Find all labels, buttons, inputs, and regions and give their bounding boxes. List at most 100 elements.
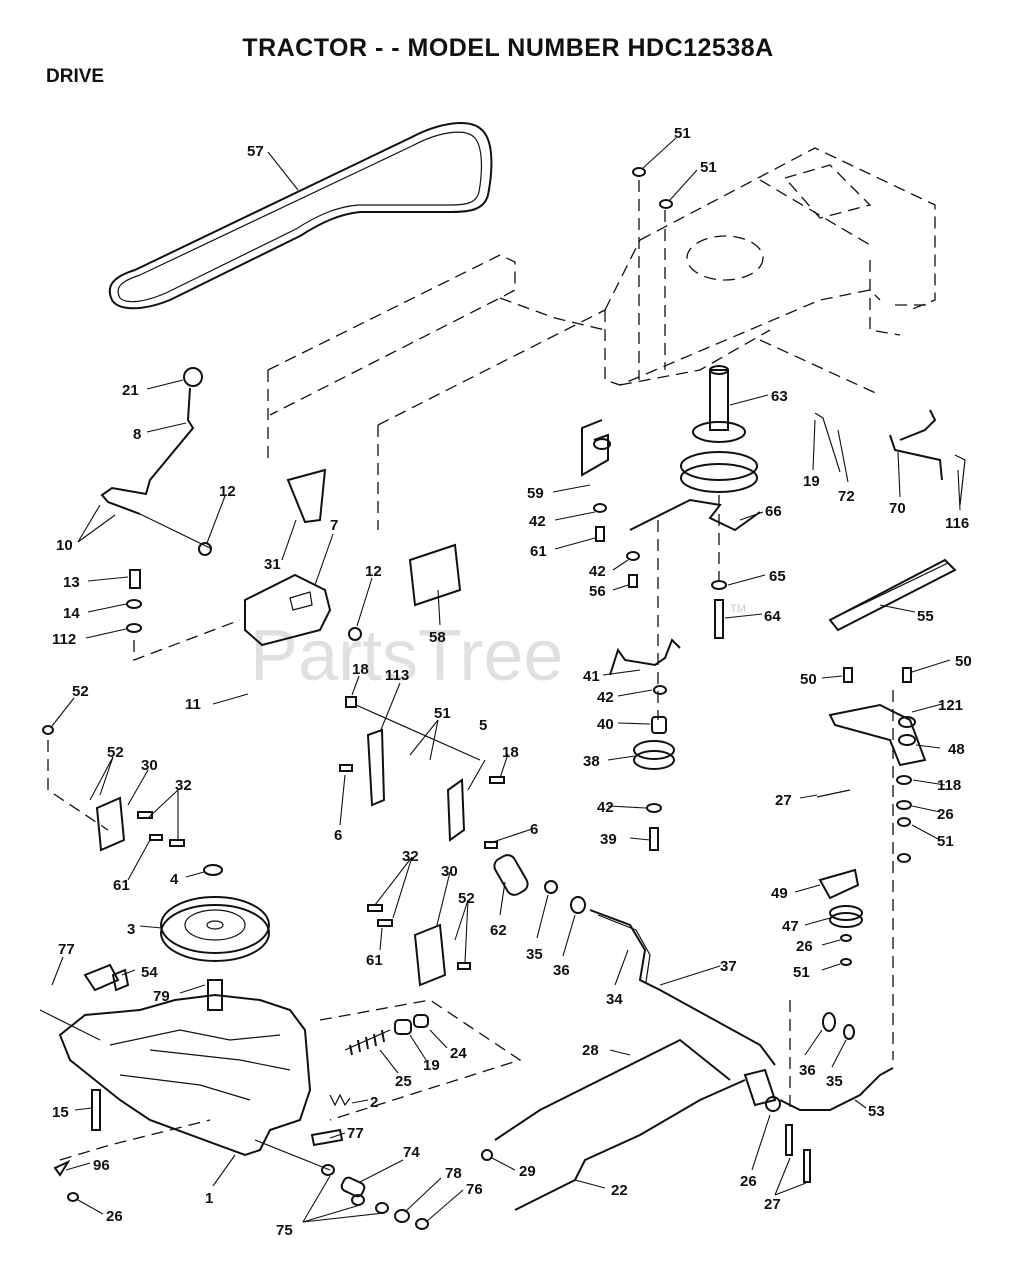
callout-42: 42	[597, 799, 614, 816]
page-title: TRACTOR - - MODEL NUMBER HDC12538A	[242, 34, 774, 62]
callout-7: 7	[330, 517, 338, 534]
callout-22: 22	[611, 1182, 628, 1199]
callout-2: 2	[370, 1094, 378, 1111]
idler-arm-right	[816, 667, 927, 1060]
callout-5: 5	[479, 717, 487, 734]
callout-47: 47	[782, 918, 799, 935]
callout-8: 8	[133, 426, 141, 443]
callout-27: 27	[775, 792, 792, 809]
callout-35: 35	[826, 1073, 843, 1090]
transaxle-shape	[39, 963, 331, 1171]
callout-49: 49	[771, 885, 788, 902]
callout-118: 118	[937, 777, 961, 794]
callout-18: 18	[352, 661, 369, 678]
callout-77: 77	[347, 1125, 364, 1142]
callout-116: 116	[945, 515, 969, 532]
callout-62: 62	[490, 922, 507, 939]
callout-37: 37	[720, 958, 737, 975]
callout-76: 76	[466, 1181, 483, 1198]
callout-27: 27	[764, 1196, 781, 1213]
control-rods	[494, 909, 894, 1211]
rear-bracket-parts	[814, 409, 966, 632]
callout-32: 32	[175, 777, 192, 794]
callout-74: 74	[403, 1144, 420, 1161]
callout-66: 66	[765, 503, 782, 520]
callout-53: 53	[868, 1103, 885, 1120]
callout-numbers: 57 51 51 63 21 8 19 72 70 116 59 66 42 6…	[52, 125, 972, 1239]
callout-56: 56	[589, 583, 606, 600]
bracket-center-bottom	[367, 904, 471, 987]
watermark-tm: TM	[730, 603, 746, 615]
callout-36: 36	[799, 1062, 816, 1079]
callout-1: 1	[205, 1190, 213, 1207]
callout-51: 51	[793, 964, 810, 981]
callout-61: 61	[113, 877, 130, 894]
callout-78: 78	[445, 1165, 462, 1182]
callout-42: 42	[597, 689, 614, 706]
callout-26: 26	[937, 806, 954, 823]
leader-lines	[51, 137, 961, 1223]
callout-42: 42	[589, 563, 606, 580]
callout-26: 26	[740, 1173, 757, 1190]
callout-51: 51	[700, 159, 717, 176]
callout-12: 12	[365, 563, 382, 580]
callout-36: 36	[553, 962, 570, 979]
callout-38: 38	[583, 753, 600, 770]
callout-21: 21	[122, 382, 139, 399]
callout-13: 13	[63, 574, 80, 591]
callout-31: 31	[264, 556, 281, 573]
callout-50: 50	[800, 671, 817, 688]
callout-50: 50	[955, 653, 972, 670]
callout-70: 70	[889, 500, 906, 517]
callout-15: 15	[52, 1104, 69, 1121]
callout-52: 52	[107, 744, 124, 761]
callout-79: 79	[153, 988, 170, 1005]
section-title: DRIVE	[46, 66, 105, 87]
watermark-text: PartsTree	[250, 616, 563, 696]
callout-32: 32	[402, 848, 419, 865]
callout-59: 59	[527, 485, 544, 502]
callout-19: 19	[803, 473, 820, 490]
callout-52: 52	[458, 890, 475, 907]
callout-39: 39	[600, 831, 617, 848]
callout-26: 26	[106, 1208, 123, 1225]
callout-34: 34	[606, 991, 623, 1008]
callout-4: 4	[170, 871, 179, 888]
callout-112: 112	[52, 631, 76, 648]
callout-40: 40	[597, 716, 614, 733]
center-shaft-stack	[581, 167, 761, 851]
callout-14: 14	[63, 605, 80, 622]
callout-29: 29	[519, 1163, 536, 1180]
callout-55: 55	[917, 608, 934, 625]
callout-48: 48	[948, 741, 965, 758]
frame-outline	[267, 147, 936, 530]
callout-28: 28	[582, 1042, 599, 1059]
callout-19: 19	[423, 1057, 440, 1074]
callout-54: 54	[141, 964, 158, 981]
callout-30: 30	[441, 863, 458, 880]
main-pulley-left	[160, 864, 270, 962]
callout-6: 6	[334, 827, 342, 844]
callout-57: 57	[247, 143, 264, 160]
callout-58: 58	[429, 629, 446, 646]
pulley-assembly-right	[680, 365, 758, 639]
callout-113: 113	[385, 667, 409, 684]
callout-121: 121	[938, 697, 963, 714]
drive-belt-shape	[108, 122, 493, 310]
callout-18: 18	[502, 744, 519, 761]
callout-75: 75	[276, 1222, 293, 1239]
shift-bracket-shape	[198, 468, 462, 647]
callout-26: 26	[796, 938, 813, 955]
callout-72: 72	[838, 488, 855, 505]
callout-65: 65	[769, 568, 786, 585]
shift-lever-shape	[100, 367, 213, 550]
callout-63: 63	[771, 388, 788, 405]
callout-41: 41	[583, 668, 600, 685]
spring-and-bushing-parts	[319, 854, 586, 1121]
callout-3: 3	[127, 921, 135, 938]
callout-30: 30	[141, 757, 158, 774]
callout-61: 61	[530, 543, 547, 560]
callout-52: 52	[72, 683, 89, 700]
callout-11: 11	[185, 696, 201, 713]
